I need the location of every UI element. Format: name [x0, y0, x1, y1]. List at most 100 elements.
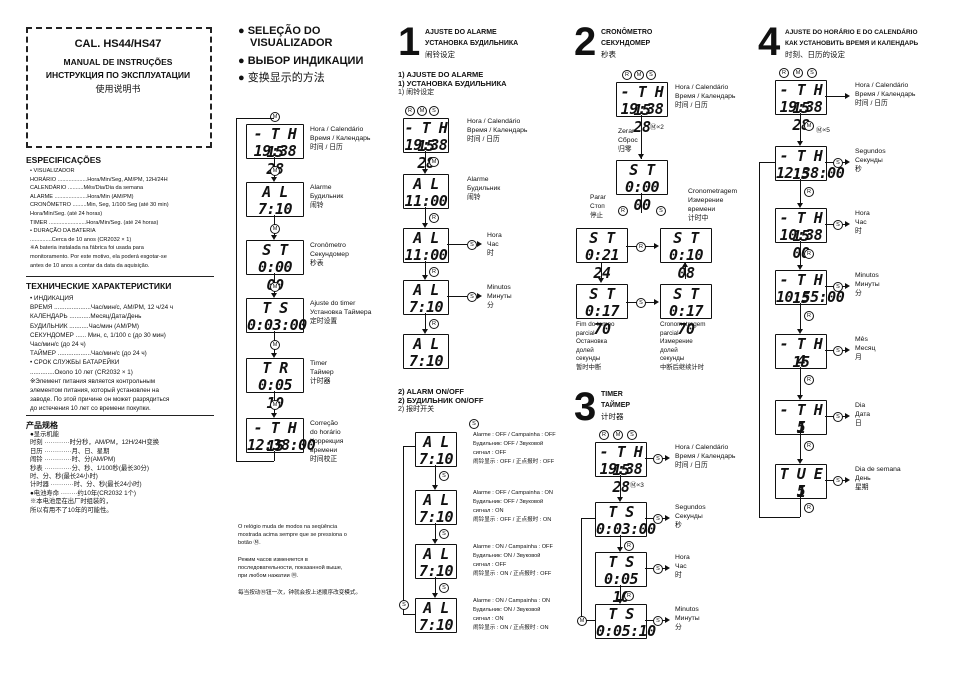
selection-heading-pt: ● SELEÇÃO DO: [238, 25, 321, 37]
mode-label: 时间 / 日历: [675, 102, 708, 109]
spec-line: Час/мин/с (до 24 ч): [30, 341, 86, 348]
s-button[interactable]: S: [833, 412, 843, 422]
lcd-line-2: 19:38 28: [404, 136, 448, 172]
mode-label: Время / Календарь: [310, 135, 371, 142]
s-button[interactable]: S: [656, 206, 666, 216]
spec-line: botão Ⓜ.: [238, 540, 261, 547]
r-button[interactable]: R: [779, 68, 789, 78]
r-button[interactable]: R: [618, 206, 628, 216]
spec-line: КАЛЕНДАРЬ ............Месяц/Дата/День: [30, 313, 142, 321]
mode-button[interactable]: M: [577, 616, 587, 626]
r-button[interactable]: R: [622, 70, 632, 80]
s-button[interactable]: S: [467, 292, 477, 302]
s-button[interactable]: S: [833, 476, 843, 486]
s-button[interactable]: S: [439, 583, 449, 593]
sec1-sub2-pt: 2) ALARM ON/OFF: [398, 387, 464, 396]
s-button[interactable]: S: [469, 419, 479, 429]
mode-label: Hora: [855, 210, 870, 217]
lcd-line-2: 7:10: [257, 200, 293, 218]
spec-line: Режим часов изменяется в: [238, 556, 308, 563]
mode-label: Hora: [487, 232, 502, 239]
s-button[interactable]: S: [646, 70, 656, 80]
mode-label: 分: [675, 624, 682, 631]
r-button[interactable]: R: [804, 441, 814, 451]
arrow-down-icon: [617, 497, 623, 502]
r-button[interactable]: R: [429, 267, 439, 277]
lcd-line-1: - T H 15: [779, 271, 823, 307]
r-button[interactable]: R: [429, 319, 439, 329]
mode-label: Время / Календарь: [467, 127, 528, 134]
mode-label: Будильник: [467, 185, 501, 192]
lcd-line-1: S T: [673, 229, 699, 247]
s-button[interactable]: S: [833, 158, 843, 168]
mode-button[interactable]: M: [804, 121, 814, 131]
r-button[interactable]: R: [405, 106, 415, 116]
mode-label: 停止: [590, 212, 603, 219]
s-button[interactable]: S: [627, 430, 637, 440]
lcd-line-1: - T H 15: [779, 147, 823, 183]
s-button[interactable]: S: [653, 564, 663, 574]
alarm-state-line: Будильник: OFF / Звуковой: [473, 499, 544, 505]
r-button[interactable]: R: [599, 430, 609, 440]
mode-label: Время / Календарь: [675, 93, 736, 100]
s-button[interactable]: S: [807, 68, 817, 78]
mode-button[interactable]: M: [270, 224, 280, 234]
spec-line: • DURAÇÃO DA BATERIA: [30, 228, 96, 235]
spec-line: ●电池寿命 ········约10年(CR2032 1个): [30, 489, 136, 497]
s-button[interactable]: S: [439, 471, 449, 481]
mode-button[interactable]: M: [417, 106, 427, 116]
alarm-state-line: сигнал : ON: [473, 508, 504, 514]
r-button[interactable]: R: [429, 213, 439, 223]
s-button[interactable]: S: [439, 529, 449, 539]
r-button[interactable]: R: [636, 242, 646, 252]
arrow-down-icon: [422, 275, 428, 280]
lcd-line-2: 10:38 00: [779, 226, 823, 262]
mode-label: Время / Календарь: [675, 453, 736, 460]
mode-button[interactable]: M: [613, 430, 623, 440]
lcd-line-1: S T: [262, 241, 288, 259]
r-button[interactable]: R: [804, 375, 814, 385]
mode-label: 闹铃: [467, 194, 481, 201]
mode-button[interactable]: M: [634, 70, 644, 80]
sec2-title-pt: CRONÔMETRO: [601, 29, 653, 36]
r-button[interactable]: R: [804, 187, 814, 197]
section-4-number: 4: [758, 20, 781, 64]
mode-button[interactable]: M: [270, 282, 280, 292]
manual-title-box: [26, 27, 212, 148]
connector: [425, 313, 426, 329]
s-button[interactable]: S: [636, 298, 646, 308]
s-button[interactable]: S: [399, 600, 409, 610]
s-button[interactable]: S: [653, 454, 663, 464]
r-button[interactable]: R: [804, 311, 814, 321]
s-button[interactable]: S: [653, 514, 663, 524]
mode-label: Секунды: [855, 157, 883, 164]
r-button[interactable]: R: [804, 503, 814, 513]
r-button[interactable]: R: [624, 541, 634, 551]
s-button[interactable]: S: [833, 282, 843, 292]
mode-label: 星期: [855, 484, 869, 491]
r-button[interactable]: R: [804, 249, 814, 259]
mode-button[interactable]: M: [270, 400, 280, 410]
mode-button[interactable]: M: [270, 340, 280, 350]
s-button[interactable]: S: [653, 616, 663, 626]
arrow-down-icon: [271, 177, 277, 182]
mode-button[interactable]: M: [270, 166, 280, 176]
lcd-line-2: 12:38:00: [247, 436, 316, 454]
m-times-5: Ⓜ×5: [816, 127, 830, 134]
mode-label: Остановка: [576, 338, 608, 345]
spec-line: последовательности, показанной выше,: [238, 565, 343, 571]
mode-button[interactable]: M: [429, 157, 439, 167]
r-button[interactable]: R: [624, 591, 634, 601]
s-button[interactable]: S: [833, 220, 843, 230]
s-button[interactable]: S: [429, 106, 439, 116]
s-button[interactable]: S: [833, 346, 843, 356]
mode-button[interactable]: M: [270, 112, 280, 122]
lcd-line-2: 0:10 08: [668, 246, 704, 282]
mode-button[interactable]: M: [793, 68, 803, 78]
s-button[interactable]: S: [467, 240, 477, 250]
